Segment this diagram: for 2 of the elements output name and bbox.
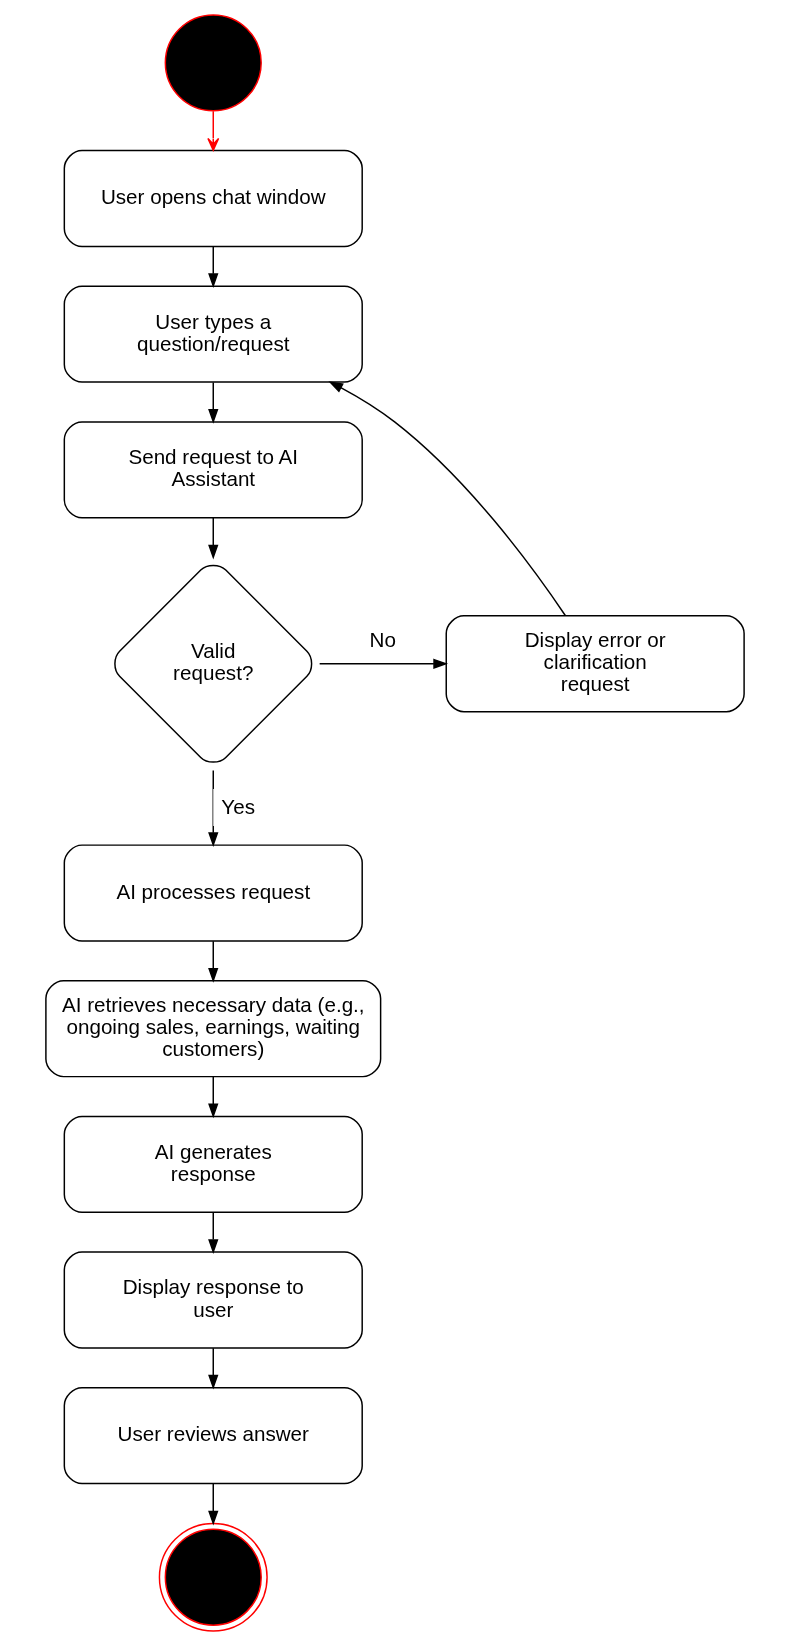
edge-label: No [369,628,396,652]
edge-label: Yes [221,794,256,818]
